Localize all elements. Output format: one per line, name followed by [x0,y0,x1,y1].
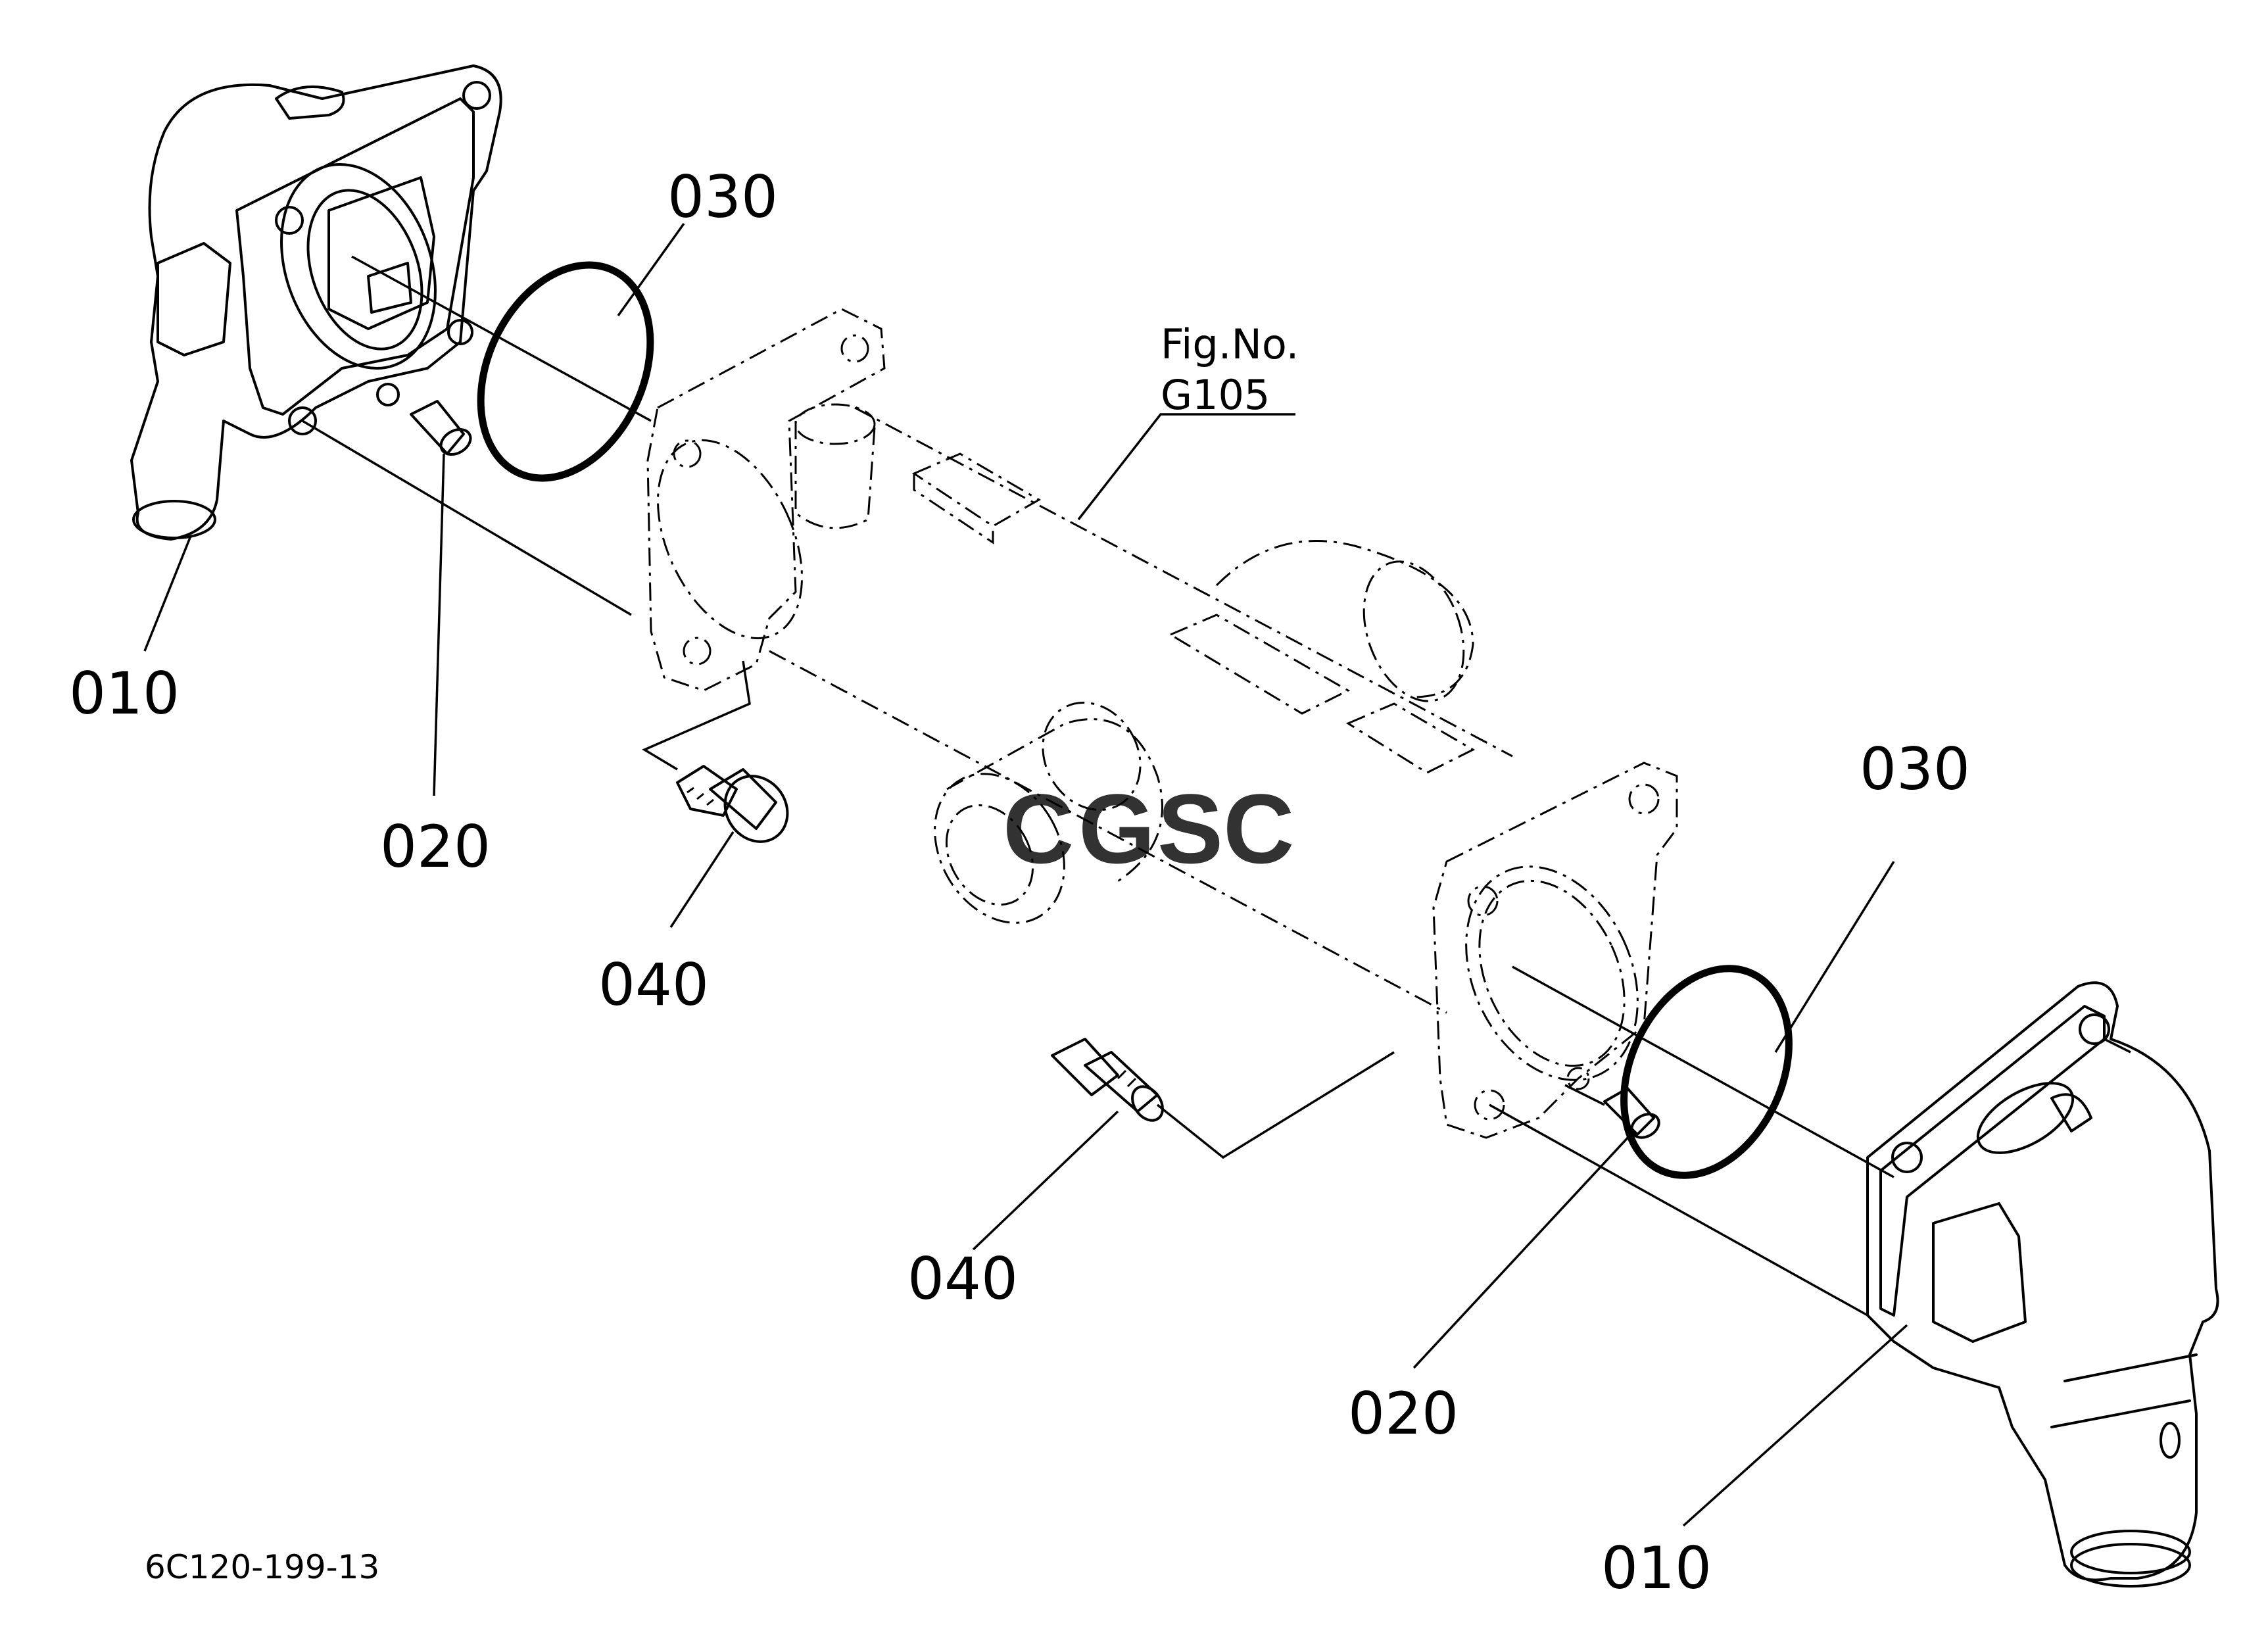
label-020-left: 020 [380,813,491,881]
thermostat-housing-right [1866,981,2219,1588]
manifold-body [646,308,1678,1139]
drain-plug-040-lower [1051,1038,1164,1122]
watermark-letter-3: S [1157,773,1223,884]
label-030-right: 030 [1860,735,1970,803]
figure-reference-line1: Fig.No. [1161,320,1299,368]
label-020-right: 020 [1348,1380,1459,1447]
watermark-letter-2: G [1078,773,1155,884]
dowel-pin-left [410,400,472,456]
label-040-upper: 040 [598,951,709,1019]
leader-lines [143,222,1908,1527]
label-040-lower: 040 [907,1245,1018,1313]
label-030-left: 030 [667,163,778,231]
assembly-lines [302,255,2131,1317]
watermark-letter-1: C [1003,773,1074,884]
label-010-right: 010 [1601,1534,1712,1602]
label-010-left: 010 [69,660,180,727]
figure-reference-line2: G105 [1161,371,1270,419]
thermostat-housing-left [130,64,502,541]
watermark-logo: C G S C [1003,773,1294,884]
drawing-code: 6C120-199-13 [145,1548,379,1586]
drain-plug-040-upper [676,765,789,843]
dowel-pin-right [1603,1087,1660,1139]
o-ring-right [1620,965,1793,1179]
watermark-letter-4: C [1223,773,1294,884]
o-ring-left [477,261,654,482]
